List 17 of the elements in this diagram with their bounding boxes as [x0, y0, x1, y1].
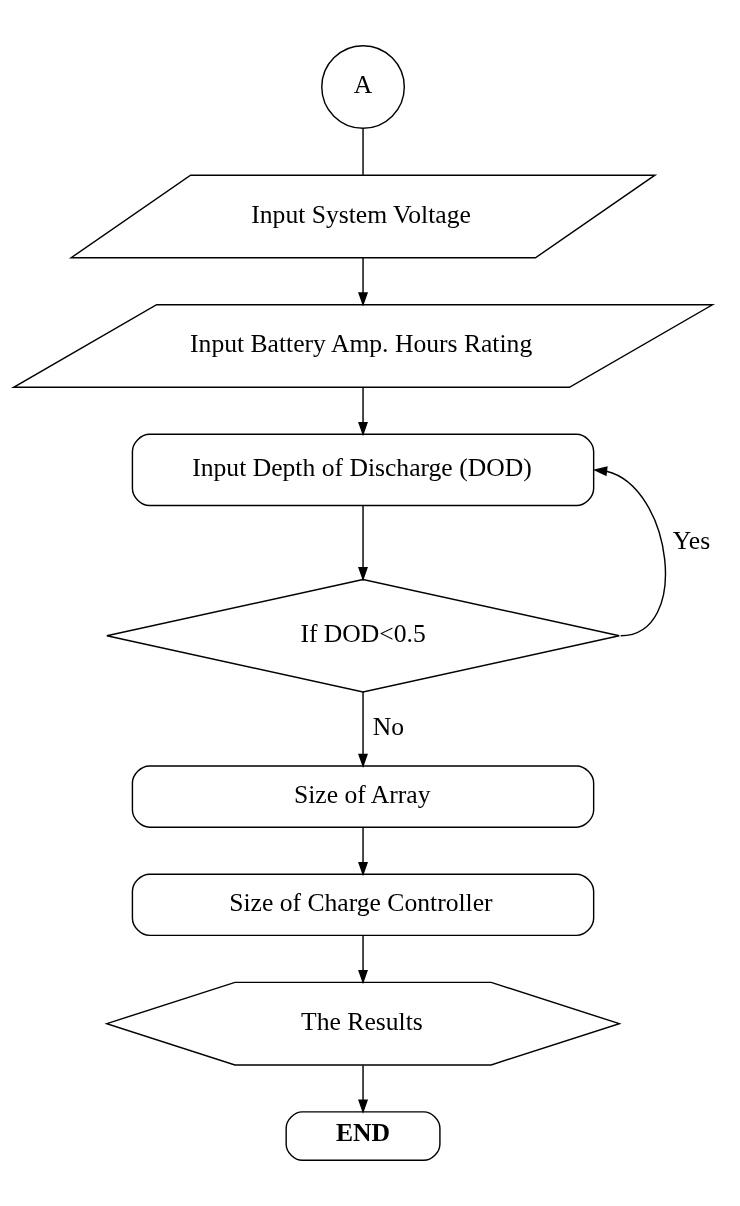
node-box: END: [285, 1111, 441, 1161]
arrow: [358, 826, 369, 877]
node-box: Size of Array: [131, 765, 595, 828]
node-diamond: If DOD<0.5: [106, 578, 620, 693]
arrow: [358, 257, 369, 307]
node-box: Input Depth of Discharge (DOD): [131, 433, 595, 507]
arrow: [358, 934, 369, 985]
node-circle: A: [321, 45, 405, 129]
node-box: Size of Charge Controller: [131, 873, 595, 937]
arrow: [592, 466, 667, 637]
edge-label: Yes: [672, 525, 711, 555]
arrow: [358, 1064, 369, 1114]
connector: [362, 127, 364, 176]
arrow: [358, 691, 369, 768]
arrow: [358, 387, 369, 437]
edge-label: No: [372, 712, 404, 742]
arrow: [358, 504, 369, 582]
